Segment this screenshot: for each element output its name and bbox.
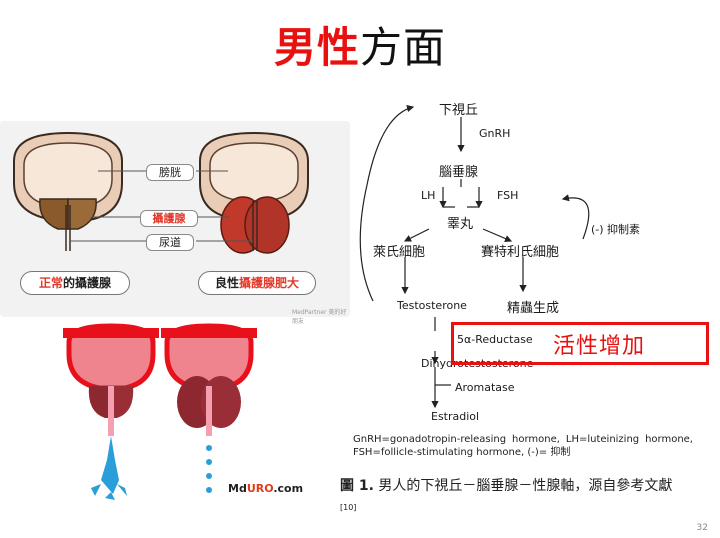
aromatase-label: Aromatase	[455, 381, 515, 394]
urination-illustration	[63, 323, 257, 500]
hpg-axis-arrows	[359, 104, 590, 409]
hypothalamus-label: 下視丘	[439, 103, 479, 118]
title-highlight: 男性	[273, 23, 360, 72]
estradiol-label: Estradiol	[431, 410, 480, 423]
prostate-illustration	[13, 131, 309, 254]
figure-label: 圖 1.	[340, 478, 374, 494]
testosterone-label: Testosterone	[397, 299, 467, 312]
urination-flow-diagram	[55, 320, 295, 510]
bph-caption: 良性攝護腺肥大	[198, 271, 316, 295]
normal-prostate-caption: 正常的攝護腺	[20, 271, 130, 295]
abbreviation-note: GnRH=gonadotropin-releasing hormone, LH=…	[353, 434, 693, 458]
bph-caption-highlight: 攝護腺肥大	[239, 276, 300, 290]
testis-label: 睪丸	[447, 217, 474, 232]
figure-text: 男人的下視丘－腦垂腺－性腺軸，源自參考文獻	[378, 478, 673, 494]
prostate-comparison-diagram: 膀胱 攝護腺 尿道 正常的攝護腺 良性攝護腺肥大 MedPartner 美的好朋…	[0, 121, 350, 325]
reductase-label: 5α-Reductase	[457, 333, 533, 346]
activity-increase-label: 活性增加	[553, 334, 646, 359]
gnrh-label: GnRH	[479, 127, 511, 140]
pituitary-label: 腦垂腺	[439, 165, 479, 180]
page-number: 32	[696, 523, 708, 533]
lh-label: LH	[421, 189, 436, 202]
title-rest: 方面	[360, 23, 447, 72]
figure-reference: [10]	[340, 503, 357, 512]
bph-bladder-illustration	[199, 131, 309, 254]
spermatogenesis-label: 精蟲生成	[507, 301, 560, 316]
inhibin-label: (-) 抑制素	[591, 223, 641, 236]
prostate-label: 攝護腺	[140, 210, 198, 227]
mduro-logo-highlight: URO	[246, 482, 274, 495]
urethra-label: 尿道	[146, 234, 194, 251]
bph-flow-illustration	[161, 323, 257, 493]
slide-title: 男性方面	[0, 14, 720, 75]
bph-caption-prefix: 良性	[214, 276, 239, 290]
medpartner-watermark: MedPartner 美的好朋友	[292, 309, 347, 325]
mduro-logo: MdURO.com	[228, 482, 304, 495]
label-connectors	[70, 170, 253, 242]
normal-flow-illustration	[63, 323, 159, 500]
normal-caption-highlight: 正常	[38, 276, 63, 290]
figure-caption: 圖 1. 男人的下視丘－腦垂腺－性腺軸，源自參考文獻 [10]	[340, 476, 685, 523]
normal-bladder-illustration	[13, 131, 123, 251]
reductase-highlight-box	[451, 322, 709, 365]
normal-caption-rest: 的攝護腺	[63, 276, 112, 290]
leydig-cell-label: 萊氏細胞	[373, 245, 426, 260]
fsh-label: FSH	[497, 189, 519, 202]
bladder-label: 膀胱	[146, 164, 194, 181]
sertoli-cell-label: 賽特利氏細胞	[481, 245, 560, 260]
hpg-axis-diagram: 下視丘 GnRH 腦垂腺 LH FSH 睪丸 (-) 抑制素 萊氏細胞 賽特利氏…	[355, 95, 700, 495]
